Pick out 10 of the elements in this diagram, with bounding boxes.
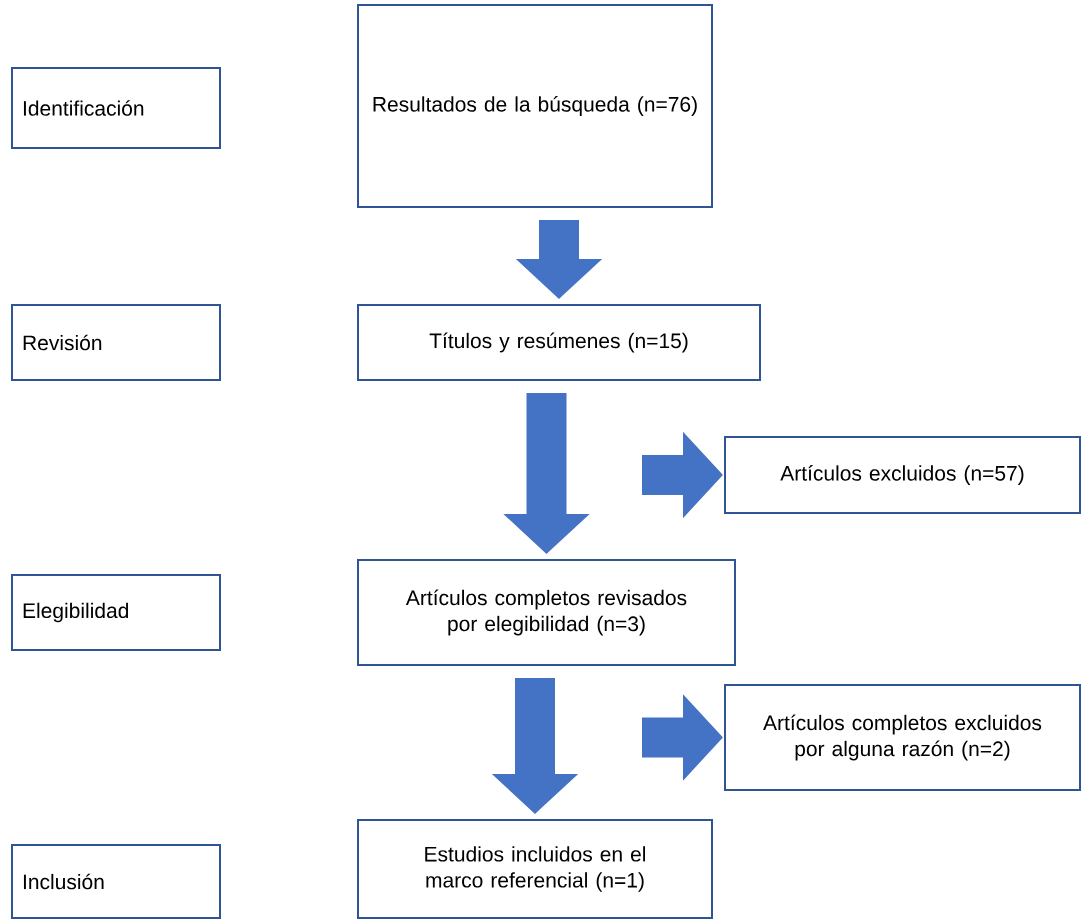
process-box: Estudios incluidos en el marco referencial (n=1)	[357, 819, 713, 919]
stage-label-box: Identificación	[11, 67, 221, 149]
stage-label-box: Inclusión	[11, 844, 221, 919]
process-box: Artículos completos revisados por elegibilidad (n=3)	[357, 559, 736, 666]
process-box: Artículos completos excluidos por alguna razón (n=2)	[724, 684, 1081, 791]
process-box: Artículos excluidos (n=57)	[724, 436, 1081, 514]
stage-label-box: Elegibilidad	[11, 574, 221, 651]
process-box: Resultados de la búsqueda (n=76)	[357, 4, 713, 208]
stage-label-box: Revisión	[11, 304, 221, 381]
process-box: Títulos y resúmenes (n=15)	[357, 304, 761, 381]
